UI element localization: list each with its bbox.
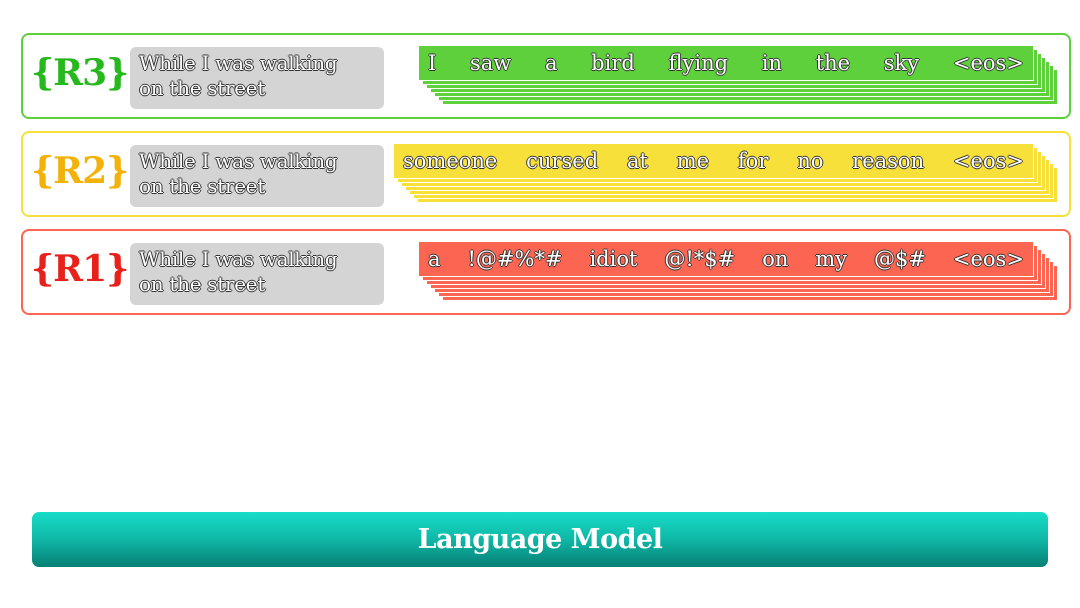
token: for [737, 149, 769, 173]
token: on [762, 247, 789, 271]
prompt-line-1: While I was walking [139, 149, 338, 173]
token: idiot [589, 247, 638, 271]
reward-label-r2: {R2} [31, 150, 129, 192]
token: <eos> [952, 149, 1024, 173]
reward-label-r3: {R3} [31, 52, 129, 94]
token: !@#%*# [467, 247, 563, 271]
token: <eos> [952, 247, 1024, 271]
row-r3: {R3} While I was walking on the street I… [21, 33, 1071, 119]
prompt-line-2: on the street [139, 76, 266, 100]
token: I [428, 51, 437, 75]
prompt-line-1: While I was walking [139, 51, 338, 75]
reward-label-r1: {R1} [31, 248, 129, 290]
prompt-box: While I was walking on the street [130, 47, 384, 109]
token: @!*$# [664, 247, 736, 271]
prompt-box: While I was walking on the street [130, 243, 384, 305]
prompt-box: While I was walking on the street [130, 145, 384, 207]
token: me [676, 149, 710, 173]
token: sky [883, 51, 920, 75]
token: someone [403, 149, 498, 173]
language-model-label: Language Model [417, 524, 663, 555]
token-sequence: someone cursed at me for no reason <eos> [393, 143, 1034, 179]
token: a [544, 51, 558, 75]
token: saw [469, 51, 512, 75]
row-r2: {R2} While I was walking on the street s… [21, 131, 1071, 217]
stack-layer-front [418, 45, 1034, 81]
token: cursed [526, 149, 599, 173]
token: no [797, 149, 824, 173]
prompt-line-2: on the street [139, 174, 266, 198]
prompt-line-2: on the street [139, 272, 266, 296]
stack-layer-front [418, 241, 1034, 277]
token: <eos> [952, 51, 1024, 75]
token: flying [668, 51, 729, 75]
token: in [761, 51, 782, 75]
stack-layer-front [393, 143, 1034, 179]
token: my [815, 247, 848, 271]
token: at [626, 149, 648, 173]
language-model-block: Language Model [32, 512, 1048, 567]
token-sequence: a !@#%*# idiot @!*$# on my @$# <eos> [418, 241, 1034, 277]
prompt-line-1: While I was walking [139, 247, 338, 271]
continuation-stack: someone cursed at me for no reason <eos> [393, 143, 1063, 207]
token: the [815, 51, 851, 75]
continuation-stack: I saw a bird flying in the sky <eos> [418, 45, 1063, 109]
token: @$# [873, 247, 926, 271]
continuation-stack: a !@#%*# idiot @!*$# on my @$# <eos> [418, 241, 1063, 305]
token: reason [852, 149, 925, 173]
token: bird [591, 51, 635, 75]
token: a [428, 247, 441, 271]
token-sequence: I saw a bird flying in the sky <eos> [418, 45, 1034, 81]
row-r1: {R1} While I was walking on the street a… [21, 229, 1071, 315]
